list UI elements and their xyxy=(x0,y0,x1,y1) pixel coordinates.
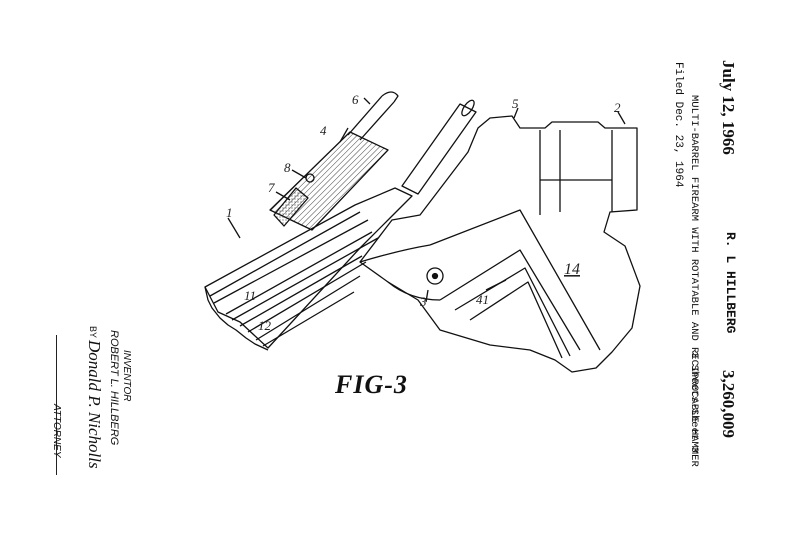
part-label-8: 8 xyxy=(284,160,291,175)
part-label-14: 14 xyxy=(564,261,580,278)
inventor-label: INVENTOR xyxy=(121,350,132,402)
attorney-signature: Donald P. Nicholls xyxy=(85,340,104,469)
rod-6 xyxy=(347,91,399,141)
part-label-4: 4 xyxy=(320,123,327,138)
part-label-11: 11 xyxy=(244,288,256,303)
stipple-section xyxy=(273,187,309,227)
part-label-6: 6 xyxy=(352,92,359,107)
filed-date: Filed Dec. 23, 1964 xyxy=(672,62,684,188)
attorney-label: ATTORNEY xyxy=(51,404,62,458)
part-label-3: 3 xyxy=(419,294,427,309)
barrel-assembly xyxy=(204,187,413,351)
part-label-12: 12 xyxy=(258,318,272,333)
inventor-name: ROBERT L. HILLBERG xyxy=(108,330,120,446)
patent-number: 3,260,009 xyxy=(719,370,738,438)
patent-date: July 12, 1966 xyxy=(719,60,738,155)
signature-line xyxy=(56,335,57,475)
rear-tube xyxy=(401,99,477,195)
inventor-short: R. L HILLBERG xyxy=(723,232,738,334)
sheet-count: 3 Sheets-Sheet 3 xyxy=(688,352,700,453)
part-label-1: 1 xyxy=(226,205,233,220)
part-label-41: 41 xyxy=(476,292,489,307)
figure-caption: FIG-3 xyxy=(335,370,408,399)
by-label: BY xyxy=(88,326,98,339)
part-labels: 1 2 3 4 5 6 7 8 11 12 14 41 xyxy=(226,92,621,333)
part-label-7: 7 xyxy=(268,180,275,195)
part-label-2: 2 xyxy=(614,100,621,115)
pivot-3 xyxy=(426,267,444,285)
frame xyxy=(359,115,641,373)
part-label-5: 5 xyxy=(512,96,519,111)
